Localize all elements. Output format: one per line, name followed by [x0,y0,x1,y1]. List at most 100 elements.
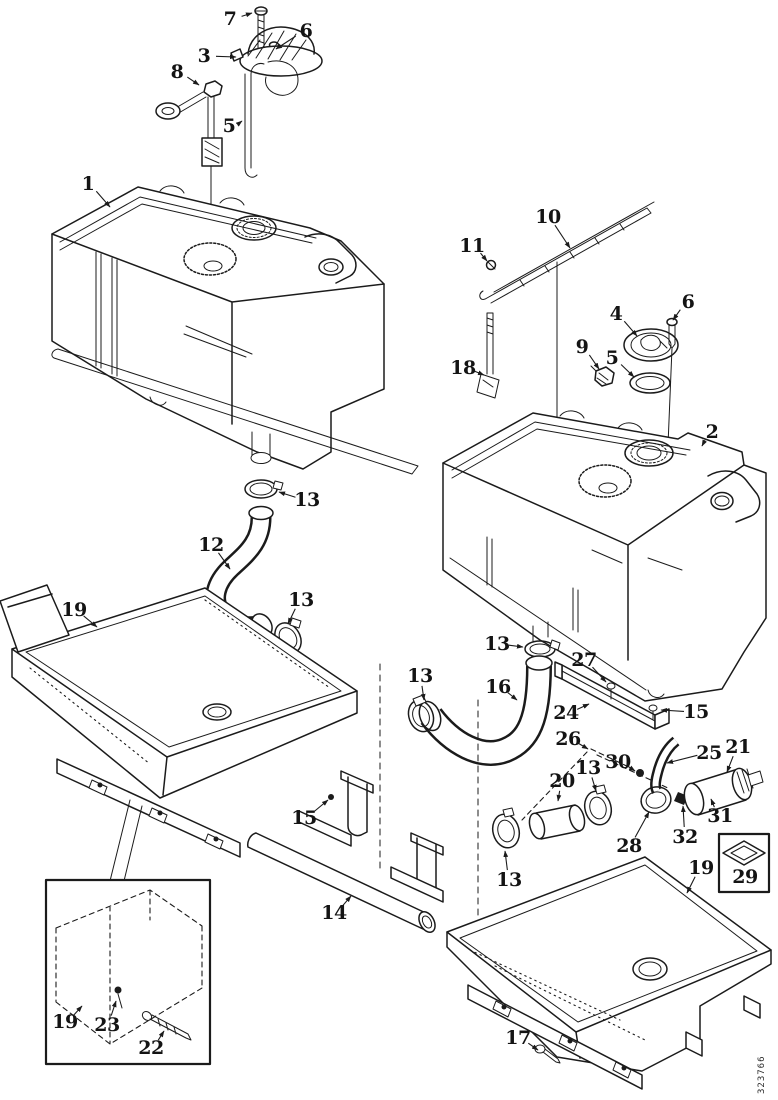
callout-11: 11 [459,235,484,257]
callout-10: 10 [535,206,561,228]
hose-16-top [525,655,553,671]
ring-clamp-28 [640,786,672,814]
screw-6-head-right [666,317,678,327]
callout-23: 23 [94,1014,119,1036]
leader-line-19 [73,1005,83,1016]
bolt-23 [114,986,122,994]
callout-29: 29 [732,866,758,888]
pickup-tube-5 [244,63,265,178]
leader-line-21 [726,755,734,773]
filler-cap-4 [623,328,679,362]
leader-line-13 [591,777,597,792]
callout-3: 3 [198,45,211,67]
figure-code: 323766 [757,1055,767,1094]
bolt-30 [636,769,644,777]
callout-32: 32 [672,826,697,848]
leader-line-13 [278,491,296,498]
callout-15: 15 [291,807,316,829]
callout-4: 4 [610,303,623,325]
callout-18: 18 [450,357,476,379]
reflector-box-29 [717,832,771,894]
leader-line-9 [588,354,600,370]
leader-line-15 [313,799,329,813]
callout-24: 24 [553,702,579,724]
leader-line-30 [628,765,636,772]
tank-mount-rail [51,348,419,475]
callout-12: 12 [198,534,223,556]
leader-line-2 [701,439,707,447]
callout-31: 31 [707,805,732,827]
reflector-29 [722,840,766,866]
side-port [318,258,344,276]
callout-13: 13 [294,489,319,511]
fuel-gauge-cap-assembly [155,6,323,253]
pickup-strainer-assembly [636,736,764,816]
leader-line-5 [235,120,243,127]
sender-float [155,102,181,120]
leader-line-13 [287,608,296,625]
callout-13: 13 [575,757,600,779]
leader-line-8 [187,76,200,86]
leader-line-13 [503,850,509,871]
rod-and-cap-parts [476,201,679,461]
inset-detail-box [44,878,212,1066]
sender-boss [183,242,237,276]
cap-gasket-5 [629,372,671,394]
leader-line-32 [680,805,686,828]
leader-line-20 [556,790,562,802]
leader-line-15 [660,707,685,713]
bolt-27 [606,682,616,690]
callout-16: 16 [485,676,511,698]
tray-flange [467,984,643,1090]
leader-line-13 [508,643,524,649]
callout-2: 2 [706,421,719,443]
leader-line-6 [672,309,681,321]
callout-30: 30 [605,751,631,773]
fuel-tank-2 [442,410,767,702]
tray-hole [202,703,232,721]
callout-19: 19 [52,1011,78,1033]
callout-1: 1 [82,173,95,195]
tray-flange [56,758,241,858]
callout-15: 15 [683,701,708,723]
leader-line-1 [95,190,111,208]
hook-rod-18 [486,312,494,375]
leader-line-24 [576,703,590,710]
support-bracket-24 [554,661,670,730]
leader-line-17 [527,1042,539,1051]
fuel-tank-tray-right [446,856,772,1090]
callout-22: 22 [138,1037,163,1059]
callout-27: 27 [571,649,596,671]
leader-line-31 [710,798,716,808]
leader-line-19 [686,876,696,894]
plug-9 [594,366,615,387]
filler-opening [624,439,674,467]
callout-25: 25 [696,742,721,764]
callout-5: 5 [606,347,619,369]
fuel-gauge-dome [247,26,315,55]
leader-line-28 [634,811,650,838]
leader-line-19 [83,615,98,628]
callout-13: 13 [288,589,313,611]
sender-filter [201,137,223,167]
leader-line-22 [157,1030,165,1041]
callout-14: 14 [321,902,347,924]
sender-float-arm [173,91,207,115]
side-port [710,491,734,511]
leader-line-4 [623,320,638,337]
callout-20: 20 [549,770,575,792]
callout-9: 9 [576,336,589,358]
callout-6: 6 [300,20,313,42]
callout-13: 13 [496,869,521,891]
leader-line-26 [578,742,589,750]
crossover-tube-14 [247,770,444,934]
callout-28: 28 [616,835,642,857]
leader-line-16 [507,692,518,701]
fuel-tank-1 [51,185,419,475]
callout-26: 26 [555,728,581,750]
leader-line-25 [666,754,698,764]
leader-line-13 [420,685,426,701]
callout-19: 19 [688,857,714,879]
